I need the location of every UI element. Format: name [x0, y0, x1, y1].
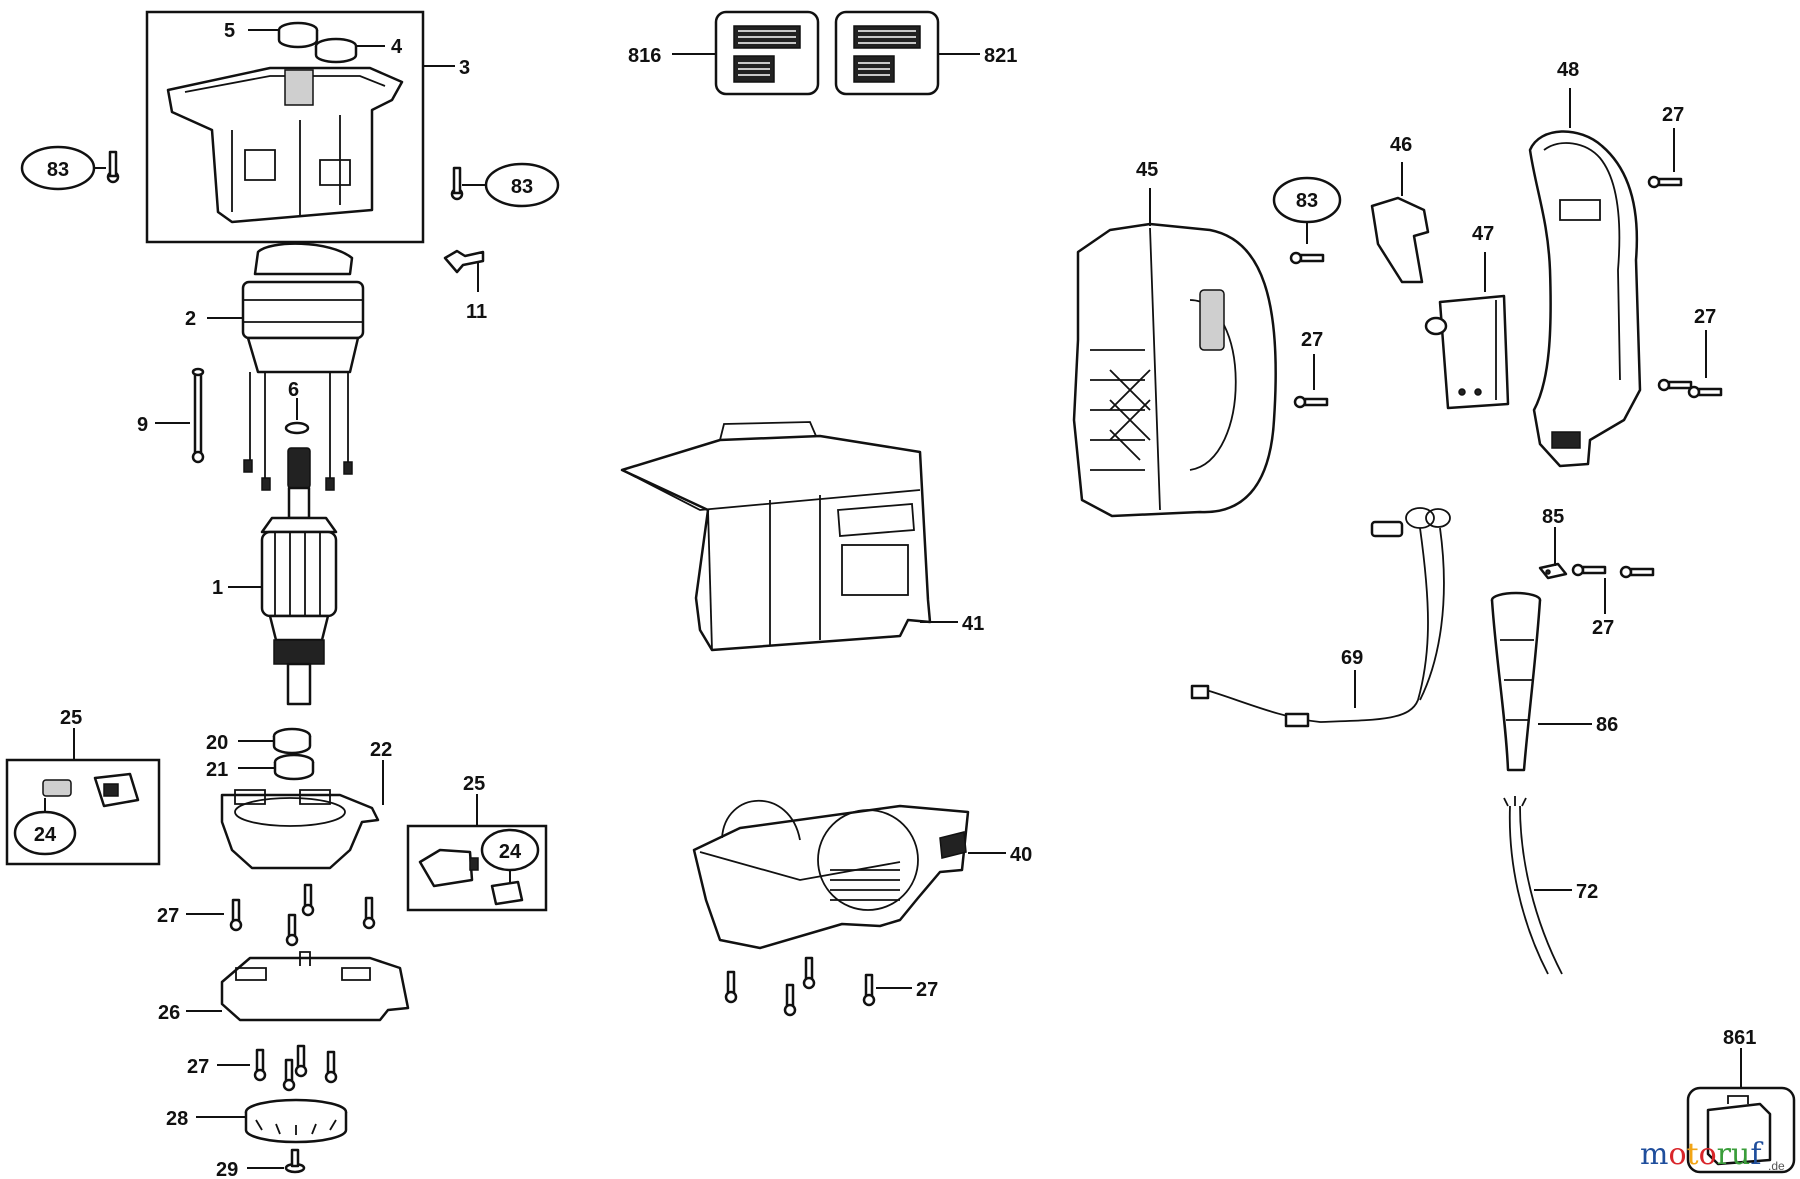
label-20: 20	[206, 732, 228, 754]
part-821-label	[834, 10, 940, 96]
label-821: 821	[984, 45, 1017, 67]
label-861: 861	[1723, 1027, 1756, 1049]
screws-27-mid-right	[1657, 378, 1723, 399]
label-27-top-right: 27	[1662, 104, 1684, 126]
part-1-armature	[260, 447, 338, 706]
part-20-bearing	[272, 727, 312, 755]
label-83-left: 83	[47, 159, 69, 181]
screw-27-top-right	[1647, 175, 1683, 189]
part-2-field	[241, 242, 365, 491]
label-9: 9	[137, 414, 148, 436]
part-86-cord-protector	[1490, 591, 1542, 772]
screws-27-upper	[229, 883, 376, 947]
watermark-letter: r	[1717, 1137, 1732, 1172]
label-40: 40	[1010, 844, 1032, 866]
part-41-motor-housing	[620, 421, 932, 652]
label-45: 45	[1136, 159, 1158, 181]
label-21: 21	[206, 759, 228, 781]
part-45-housing-half	[1072, 222, 1277, 518]
part-22-brush-ring	[220, 789, 380, 870]
part-40-fan-housing	[692, 800, 970, 950]
label-86: 86	[1596, 714, 1618, 736]
label-47: 47	[1472, 223, 1494, 245]
label-69: 69	[1341, 647, 1363, 669]
watermark-suffix: .de	[1768, 1159, 1785, 1173]
part-85-cord-clamp	[1538, 562, 1655, 580]
screw-83-right	[450, 166, 464, 201]
label-22: 22	[370, 739, 392, 761]
part-3-gear-housing	[145, 10, 425, 244]
part-21-bearing	[273, 753, 315, 781]
part-28-ring	[244, 1098, 348, 1144]
label-25-left: 25	[60, 707, 82, 729]
label-83-right-column: 83	[1296, 190, 1318, 212]
label-41: 41	[962, 613, 984, 635]
label-2: 2	[185, 308, 196, 330]
screws-27-lower	[253, 1044, 338, 1092]
part-25-brush-holder-left	[5, 758, 161, 866]
part-72-cord	[1503, 796, 1563, 975]
label-72: 72	[1576, 881, 1598, 903]
label-28: 28	[166, 1108, 188, 1130]
label-6: 6	[288, 379, 299, 401]
watermark-letter: t	[1687, 1137, 1699, 1172]
screws-27-middle	[724, 956, 876, 1017]
label-24-left: 24	[34, 824, 57, 846]
label-27-cord: 27	[1592, 617, 1614, 639]
label-27-mid-right: 27	[1694, 306, 1716, 328]
part-26-brush-plate	[220, 951, 410, 1022]
callout-labels: 5 4 3 83 83 11 2 6 9 1 25 24 20 21 22 25…	[34, 20, 1757, 1179]
label-27-lower: 27	[187, 1056, 209, 1078]
screw-83-handle	[1289, 251, 1325, 265]
label-27-near-45: 27	[1301, 329, 1323, 351]
part-47-switch	[1424, 294, 1510, 410]
label-27-middle: 27	[916, 979, 938, 1001]
part-816-label	[714, 10, 820, 96]
watermark-letter: o	[1699, 1137, 1717, 1172]
screw-83-left	[106, 150, 120, 184]
label-25-right: 25	[463, 773, 485, 795]
label-85: 85	[1542, 506, 1564, 528]
part-861-case	[1686, 1086, 1796, 1174]
part-11-clip	[443, 249, 485, 274]
screw-27-near-45	[1293, 395, 1329, 409]
part-29-screw	[284, 1148, 306, 1174]
label-5: 5	[224, 20, 235, 42]
label-46: 46	[1390, 134, 1412, 156]
label-1: 1	[212, 577, 223, 599]
part-25-brush-holder-right	[406, 824, 548, 912]
label-48: 48	[1557, 59, 1579, 81]
label-27-upper: 27	[157, 905, 179, 927]
label-26: 26	[158, 1002, 180, 1024]
watermark-logo: motoruf	[1640, 1137, 1763, 1172]
label-4: 4	[391, 36, 403, 58]
label-3: 3	[459, 57, 470, 79]
part-9-long-screw	[191, 367, 205, 464]
part-48-handle	[1528, 130, 1642, 468]
label-29: 29	[216, 1159, 238, 1179]
label-11: 11	[466, 301, 487, 323]
watermark-letter: o	[1668, 1137, 1686, 1172]
part-6-washer	[284, 421, 310, 435]
watermark-letter: m	[1640, 1137, 1668, 1172]
label-83-right: 83	[511, 176, 533, 198]
watermark-letter: u	[1731, 1137, 1750, 1172]
part-69-wiring	[1190, 507, 1451, 728]
label-24-right: 24	[499, 841, 522, 863]
watermark-letter: f	[1750, 1137, 1763, 1172]
part-46-trigger	[1370, 196, 1430, 284]
label-816: 816	[628, 45, 661, 67]
